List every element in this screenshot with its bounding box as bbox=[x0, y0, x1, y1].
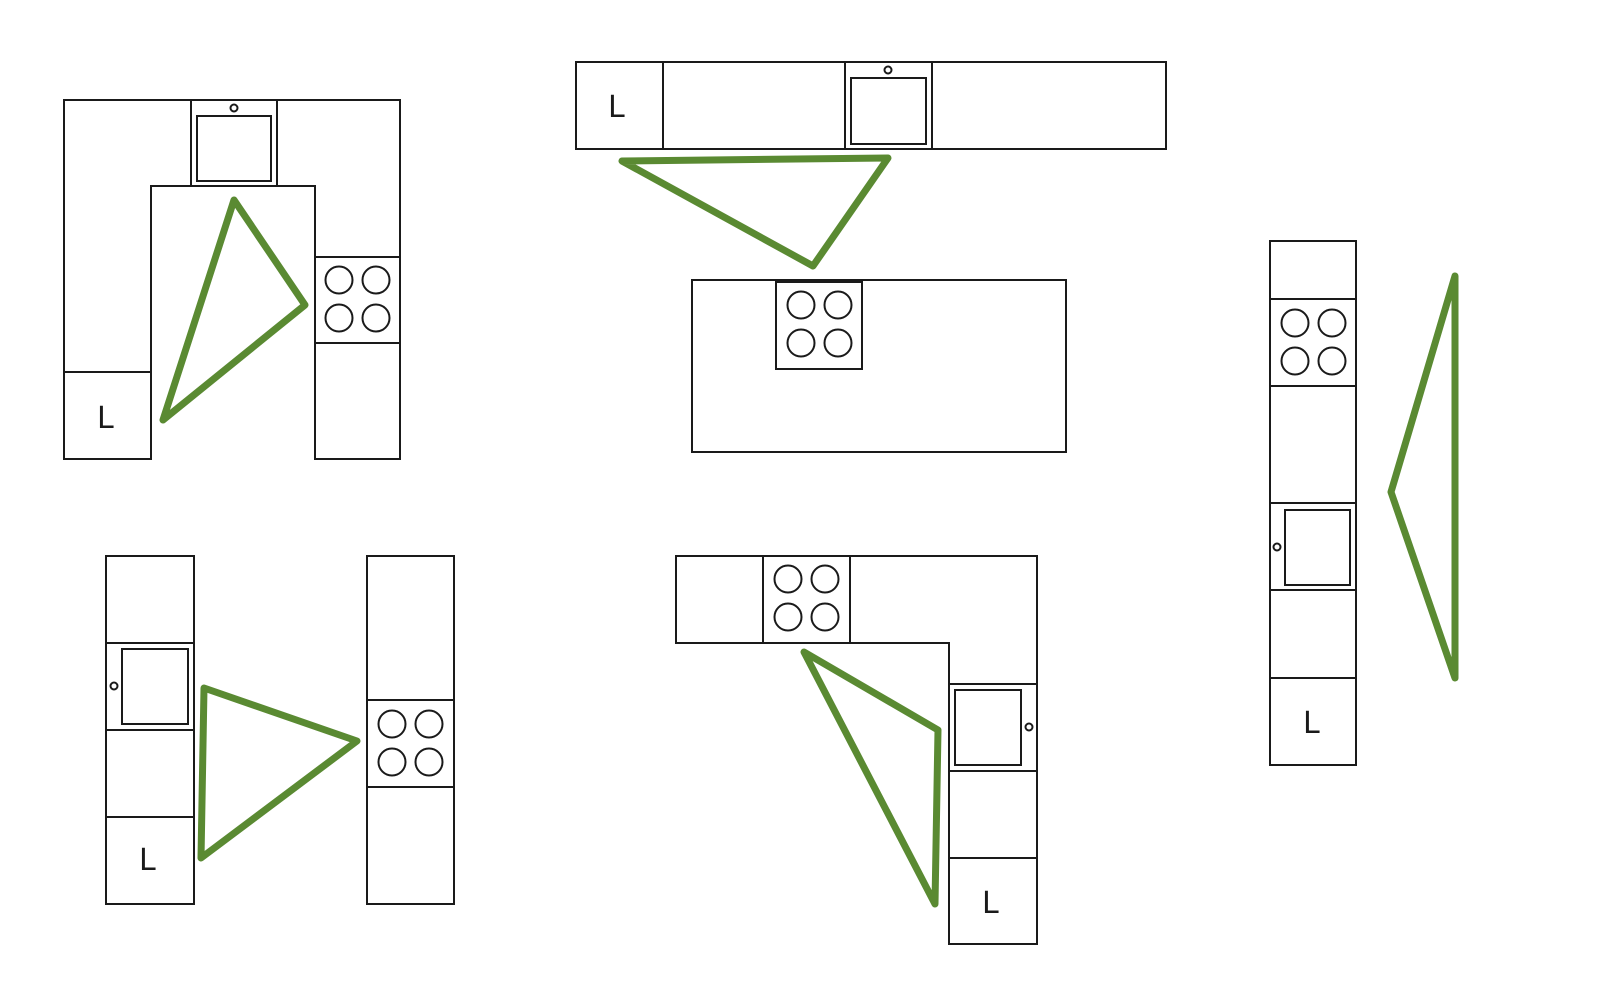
l-shaped-kitchen: L bbox=[675, 555, 1038, 945]
fridge-label: L bbox=[97, 401, 114, 436]
sink-icon bbox=[190, 99, 278, 187]
l-counter-outline bbox=[675, 555, 1038, 945]
single-wall-kitchen: L bbox=[1269, 240, 1459, 766]
work-triangle bbox=[1387, 272, 1459, 682]
u-shaped-kitchen: L bbox=[63, 99, 401, 460]
galley-kitchen: L bbox=[105, 555, 455, 905]
fridge-label: L bbox=[608, 90, 625, 125]
sink-icon bbox=[1272, 509, 1351, 586]
stove-icon bbox=[775, 281, 863, 370]
work-triangle bbox=[197, 684, 361, 862]
u-counter-outline bbox=[63, 99, 401, 460]
fridge-label: L bbox=[982, 886, 999, 921]
work-triangle bbox=[618, 154, 892, 270]
fridge-label: L bbox=[1303, 706, 1320, 741]
fridge-label: L bbox=[139, 843, 156, 878]
fridge-icon: L bbox=[982, 886, 999, 921]
stove-icon bbox=[377, 709, 444, 777]
fridge-icon: L bbox=[608, 90, 625, 125]
right-counter bbox=[366, 555, 455, 905]
stove-icon bbox=[314, 256, 401, 344]
island-counter bbox=[691, 279, 1067, 453]
fridge-icon: L bbox=[1303, 706, 1320, 741]
work-triangle bbox=[800, 648, 942, 908]
fridge-icon: L bbox=[97, 401, 114, 436]
wall-counter bbox=[575, 61, 1167, 150]
sink-icon bbox=[954, 689, 1034, 766]
sink-icon bbox=[109, 648, 189, 725]
stove-icon bbox=[1280, 308, 1347, 376]
fridge-icon: L bbox=[139, 843, 156, 878]
work-triangle bbox=[159, 196, 309, 424]
island-kitchen: L bbox=[575, 61, 1167, 453]
sink-icon bbox=[850, 65, 927, 145]
stove-icon bbox=[773, 564, 840, 632]
